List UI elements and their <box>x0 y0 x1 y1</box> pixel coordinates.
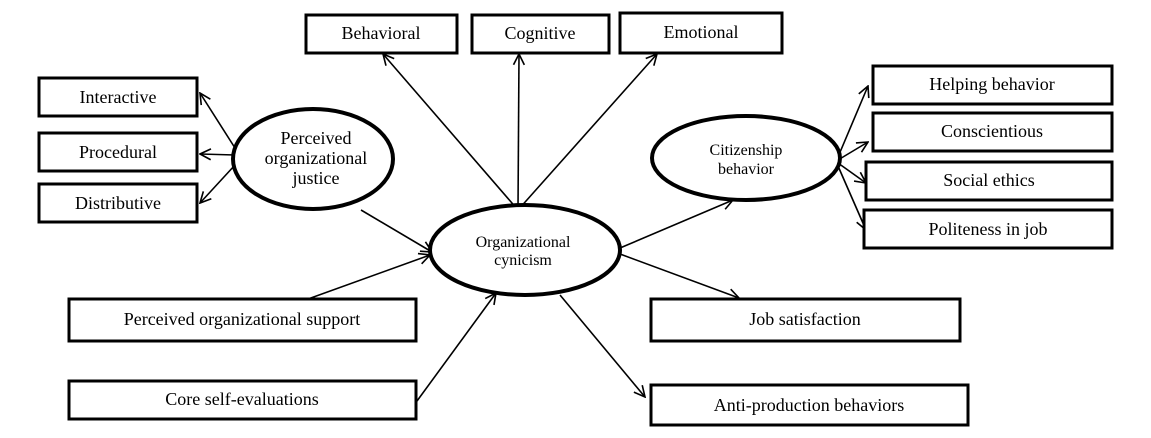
edge-justice-interactive <box>200 93 236 149</box>
justice-label-line2: organizational <box>265 148 368 168</box>
antecedent-node-support: Perceived organizational support <box>67 297 418 343</box>
antecedent-label-support: Perceived organizational support <box>124 309 361 329</box>
antecedent-label-core: Core self-evaluations <box>165 389 318 409</box>
edge-citizenship-socialethics <box>837 162 866 183</box>
edge-citizenship-politeness <box>837 165 866 230</box>
cynicism-label-line1: Organizational <box>476 234 571 251</box>
dimension-node-emotional: Emotional <box>618 11 784 55</box>
edge-core-cynicism <box>416 293 496 402</box>
citizenship-node-socialethics: Social ethics <box>864 160 1114 202</box>
cynicism-label-line2: cynicism <box>494 252 552 269</box>
antecedent-node-core: Core self-evaluations <box>67 379 418 421</box>
citizenship-label-helping: Helping behavior <box>929 74 1054 94</box>
edges <box>200 54 868 402</box>
edge-cynicism-jobsat <box>619 253 739 298</box>
citizenship-node-helping: Helping behavior <box>871 64 1114 106</box>
edge-justice-distributive <box>200 164 236 203</box>
outcome-node-jobsat: Job satisfaction <box>649 297 962 343</box>
justice-label-interactive: Interactive <box>80 87 157 107</box>
edge-cynicism-antiprod <box>559 294 645 397</box>
outcome-node-antiprod: Anti-production behaviors <box>649 383 970 427</box>
citizenship-label-conscientious: Conscientious <box>941 121 1043 141</box>
citizenship-node-conscientious: Conscientious <box>871 111 1114 153</box>
outcome-label-jobsat: Job satisfaction <box>749 309 860 329</box>
citizenship-label-line1: Citizenship <box>710 142 783 159</box>
justice-node-procedural: Procedural <box>37 131 199 173</box>
edge-cynicism-cognitive <box>518 54 519 211</box>
outcome-label-antiprod: Anti-production behaviors <box>714 395 904 415</box>
citizenship-label-line2: behavior <box>718 161 775 178</box>
dimension-label-behavioral: Behavioral <box>342 23 421 43</box>
dimension-label-cognitive: Cognitive <box>505 23 576 43</box>
dimension-label-emotional: Emotional <box>664 22 739 42</box>
justice-label-line3: justice <box>292 168 340 188</box>
justice-label-procedural: Procedural <box>79 142 157 162</box>
edge-citizenship-helping <box>837 86 868 158</box>
edge-justice-cynicism <box>360 209 432 252</box>
edge-cynicism-behavioral <box>383 54 519 211</box>
dimension-node-cognitive: Cognitive <box>470 13 611 55</box>
edge-justice-procedural <box>200 154 236 155</box>
citizenship-label-socialethics: Social ethics <box>943 170 1034 190</box>
edge-citizenship-conscientious <box>837 142 868 161</box>
edge-cynicism-citizenship <box>619 200 733 249</box>
citizenship-node: Citizenship behavior <box>650 114 842 202</box>
citizenship-label-politeness: Politeness in job <box>928 219 1047 239</box>
justice-node-interactive: Interactive <box>37 76 199 118</box>
citizenship-node-politeness: Politeness in job <box>862 208 1114 250</box>
dimension-node-behavioral: Behavioral <box>304 13 459 55</box>
cynicism-node: Organizational cynicism <box>428 203 622 297</box>
justice-node-distributive: Distributive <box>37 182 199 224</box>
justice-label-line1: Perceived <box>281 128 352 148</box>
edge-cynicism-emotional <box>517 54 657 211</box>
justice-label-distributive: Distributive <box>75 193 161 213</box>
justice-node: Perceived organizational justice <box>231 107 395 211</box>
edge-support-cynicism <box>307 255 430 300</box>
